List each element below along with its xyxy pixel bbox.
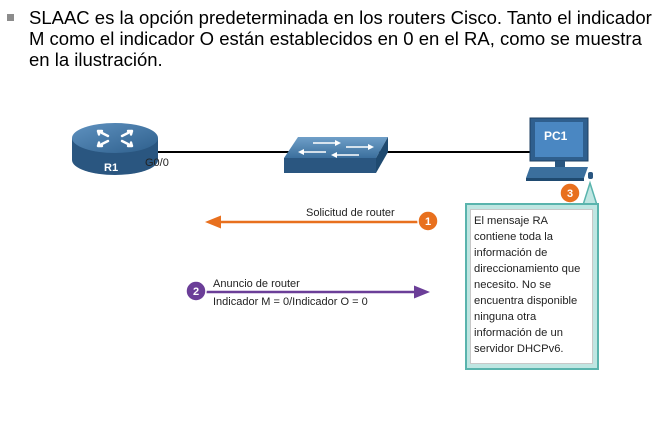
router-solicitation-arrow [205,215,420,229]
pc1-icon [526,117,593,181]
note-text: El mensaje RA contiene toda la informaci… [470,209,593,364]
router-advertisement-arrow [204,285,430,299]
switch-icon [284,137,388,173]
bullet-text: SLAAC es la opción predeterminada en los… [29,7,652,70]
step-3-badge: 3 [559,182,581,204]
router-solicitation-label: Solicitud de router [306,207,395,219]
pc-label: PC1 [544,129,568,143]
router-label: R1 [104,162,118,174]
interface-label: G0/0 [145,157,169,169]
pc-thought-note: El mensaje RA contiene toda la informaci… [465,203,599,370]
step-3-number: 3 [567,188,573,200]
note-pointer [581,180,599,206]
bullet-point: SLAAC es la opción predeterminada en los… [7,7,659,70]
router-advertisement-label: Anuncio de router [213,278,300,290]
flags-label: Indicador M = 0/Indicador O = 0 [213,296,368,308]
step-1-badge: 1 [417,210,439,232]
router-r1-icon [72,123,158,175]
step-1-number: 1 [425,216,431,228]
step-2-badge: 2 [185,280,207,302]
step-2-number: 2 [193,286,199,298]
bullet-marker [7,14,14,21]
